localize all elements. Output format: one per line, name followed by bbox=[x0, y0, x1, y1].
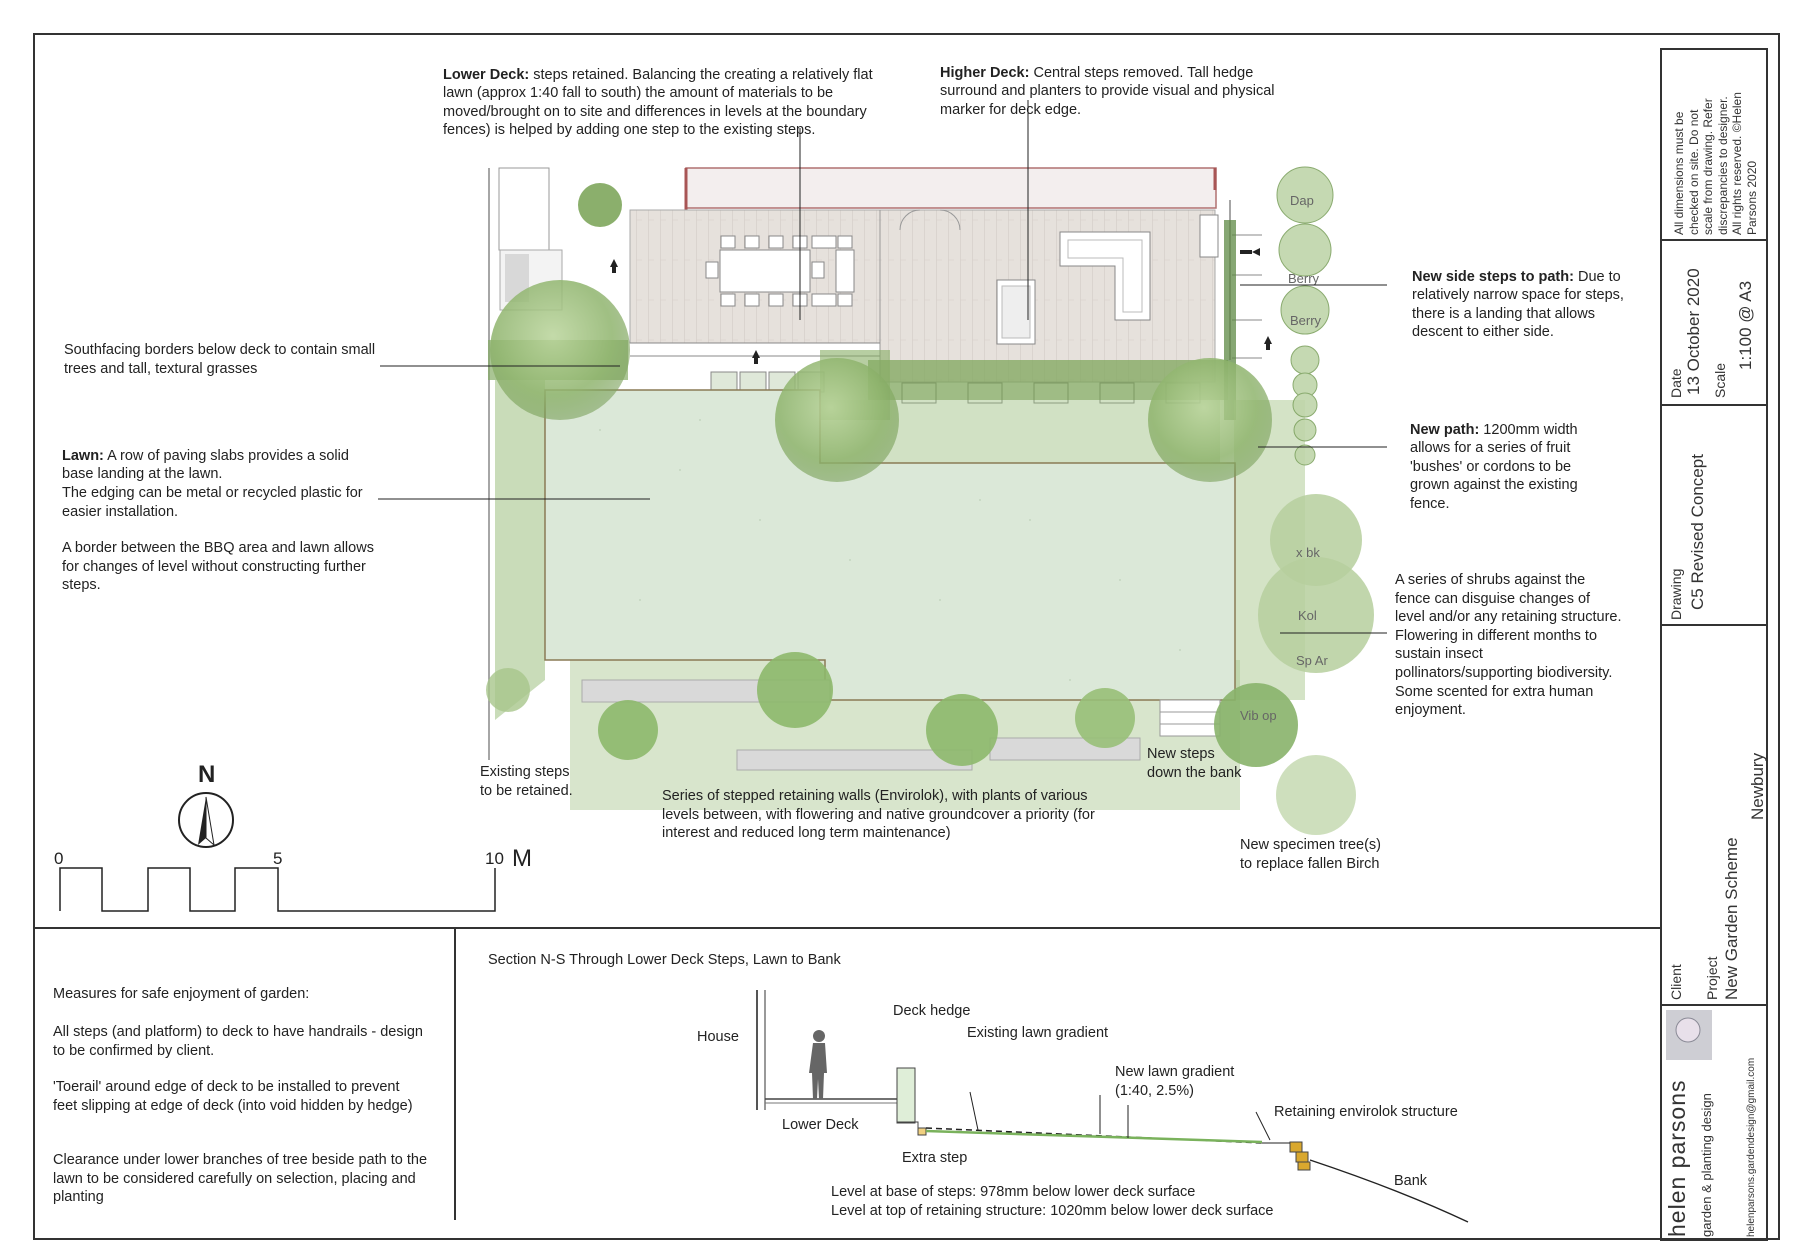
plant-codes: Dap Berry Berry x bk Kol Sp Ar Vib op bbox=[1240, 193, 1328, 723]
north-arrow: N bbox=[178, 761, 234, 848]
note-body: 1200mm width allows for a series of frui… bbox=[1410, 421, 1578, 512]
note-new-steps: New steps down the bank bbox=[1147, 746, 1242, 781]
plant-code: Kol bbox=[1298, 608, 1317, 623]
dining-table bbox=[719, 249, 811, 293]
fruit-cordons bbox=[1276, 166, 1334, 466]
tree-south-1 bbox=[757, 652, 833, 728]
note-lawn: Lawn: A row of paving slabs provides a s… bbox=[62, 428, 372, 484]
section-bank-label: Bank bbox=[1394, 1173, 1428, 1189]
disclaimer: All dimensions must be checked on site. … bbox=[1672, 49, 1759, 235]
section-new-gradient-label: New lawn gradient (1:40, 2.5%) bbox=[1115, 1064, 1235, 1099]
logo-flower-icon bbox=[1675, 1017, 1701, 1043]
plant-code: Berry bbox=[1288, 271, 1320, 286]
envirolok-block bbox=[1289, 1141, 1303, 1153]
note-head: Higher Deck: bbox=[940, 64, 1030, 81]
drawing-frame bbox=[33, 33, 1780, 1240]
note-body: Due to relatively narrow space for steps… bbox=[1412, 268, 1624, 341]
client-label: Client bbox=[1668, 964, 1684, 1000]
project-label: Project bbox=[1704, 956, 1720, 1000]
plant-code: Dap bbox=[1290, 193, 1314, 208]
section-level-base: Level at base of steps: 978mm below lowe… bbox=[831, 1184, 1196, 1200]
note-head: Lower Deck: bbox=[443, 66, 530, 83]
disclaimer-line: Parsons 2020 bbox=[1744, 160, 1759, 235]
scale-ten: 10 bbox=[485, 849, 504, 868]
note-south-borders: Southfacing borders below deck to contai… bbox=[64, 342, 376, 377]
note-lower-deck: Lower Deck: steps retained. Balancing th… bbox=[443, 47, 883, 140]
project-value: New Garden Scheme bbox=[1722, 837, 1741, 1000]
section-house-label: House bbox=[697, 1029, 739, 1045]
disclaimer-line: discrepancies to designer. bbox=[1715, 96, 1730, 235]
note-edging: The edging can be metal or recycled plas… bbox=[62, 485, 363, 520]
note-head: Lawn: bbox=[62, 447, 104, 464]
new-gradient-line bbox=[925, 1129, 1263, 1144]
tree-south-3 bbox=[926, 694, 998, 766]
note-side-steps: New side steps to path: Due to relativel… bbox=[1412, 249, 1636, 342]
corner-sofa bbox=[1059, 231, 1151, 321]
section-extra-step-label: Extra step bbox=[902, 1150, 968, 1166]
house-wall bbox=[685, 167, 1217, 209]
tree-south-2 bbox=[598, 700, 658, 760]
note-shrubs: A series of shrubs against the fence can… bbox=[1395, 572, 1622, 719]
note-higher-deck: Higher Deck: Central steps removed. Tall… bbox=[940, 45, 1300, 119]
plant-code: Vib op bbox=[1240, 708, 1277, 723]
plant-code: Berry bbox=[1290, 313, 1322, 328]
note-existing-steps: Existing steps to be retained. bbox=[480, 764, 573, 799]
tree-canopies bbox=[486, 183, 1374, 835]
section-diagram bbox=[756, 990, 1469, 1223]
north-label: N bbox=[198, 761, 215, 788]
disclaimer-line: All dimensions must be bbox=[1672, 111, 1686, 235]
brand-subtitle: garden & planting design bbox=[1699, 1093, 1714, 1237]
section-deck-hedge-label: Deck hedge bbox=[893, 1003, 971, 1019]
scale-zero: 0 bbox=[54, 849, 63, 868]
higher-deck bbox=[879, 209, 1216, 383]
section-retaining-label: Retaining envirolok structure bbox=[1274, 1104, 1458, 1120]
side-shed bbox=[498, 167, 550, 251]
note-new-path: New path: 1200mm width allows for a seri… bbox=[1410, 402, 1610, 514]
note-head: New side steps to path: bbox=[1412, 268, 1574, 285]
scale-five: 5 bbox=[273, 849, 282, 868]
section-level-top: Level at top of retaining structure: 102… bbox=[831, 1203, 1274, 1219]
scale-bar bbox=[59, 867, 496, 912]
title-block bbox=[1660, 48, 1768, 1241]
scale-unit: M bbox=[512, 845, 532, 872]
drawing-value: C5 Revised Concept bbox=[1688, 454, 1707, 610]
note-bbq: A border between the BBQ area and lawn a… bbox=[62, 540, 374, 594]
plant-code: Sp Ar bbox=[1296, 653, 1328, 668]
person-silhouette bbox=[809, 1030, 827, 1099]
bank-line bbox=[1309, 1159, 1469, 1223]
measures-item: All steps (and platform) to deck to have… bbox=[53, 1024, 423, 1059]
west-border bbox=[495, 380, 545, 720]
date-value: 13 October 2020 bbox=[1684, 268, 1703, 395]
deck-hedge-box bbox=[896, 1067, 916, 1124]
note-specimen-tree: New specimen tree(s) to replace fallen B… bbox=[1240, 837, 1382, 872]
extra-step bbox=[917, 1127, 927, 1136]
disclaimer-line: scale from drawing. Refer bbox=[1701, 98, 1715, 235]
scale-label: Scale bbox=[1712, 362, 1728, 398]
section-lower-deck-label: Lower Deck bbox=[782, 1117, 859, 1133]
disclaimer-line: checked on site. Do not bbox=[1686, 109, 1701, 235]
brand-name: helen parsons bbox=[1664, 1079, 1690, 1238]
plant-code: x bk bbox=[1296, 545, 1320, 560]
disclaimer-line: All rights reserved. ©Helen bbox=[1730, 92, 1744, 235]
tree-small-nw bbox=[578, 183, 622, 227]
drawing-label: Drawing bbox=[1668, 568, 1684, 620]
measures-item: Clearance under lower branches of tree b… bbox=[53, 1152, 428, 1206]
note-body: steps retained. Balancing the creating a… bbox=[443, 66, 873, 139]
measures-item: 'Toerail' around edge of deck to be inst… bbox=[53, 1079, 413, 1114]
note-body: A row of paving slabs provides a solid b… bbox=[62, 447, 349, 483]
tree-east bbox=[1148, 358, 1272, 482]
scale-value: 1:100 @ A3 bbox=[1736, 280, 1755, 370]
note-retaining-walls: Series of stepped retaining walls (Envir… bbox=[662, 788, 1095, 842]
brand-email: helenparsons.gardendesign@gmail.com bbox=[1746, 1057, 1757, 1237]
section-title: Section N-S Through Lower Deck Steps, La… bbox=[488, 952, 841, 968]
date-label: Date bbox=[1668, 368, 1684, 398]
section-existing-gradient-label: Existing lawn gradient bbox=[967, 1025, 1109, 1041]
tree-sw bbox=[490, 280, 630, 420]
note-body: Central steps removed. Tall hedge surrou… bbox=[940, 64, 1275, 118]
location-value: Newbury bbox=[1748, 752, 1767, 820]
note-head: New path: bbox=[1410, 421, 1480, 438]
measures-title: Measures for safe enjoyment of garden: bbox=[53, 986, 310, 1002]
tree-deck-steps bbox=[775, 358, 899, 482]
